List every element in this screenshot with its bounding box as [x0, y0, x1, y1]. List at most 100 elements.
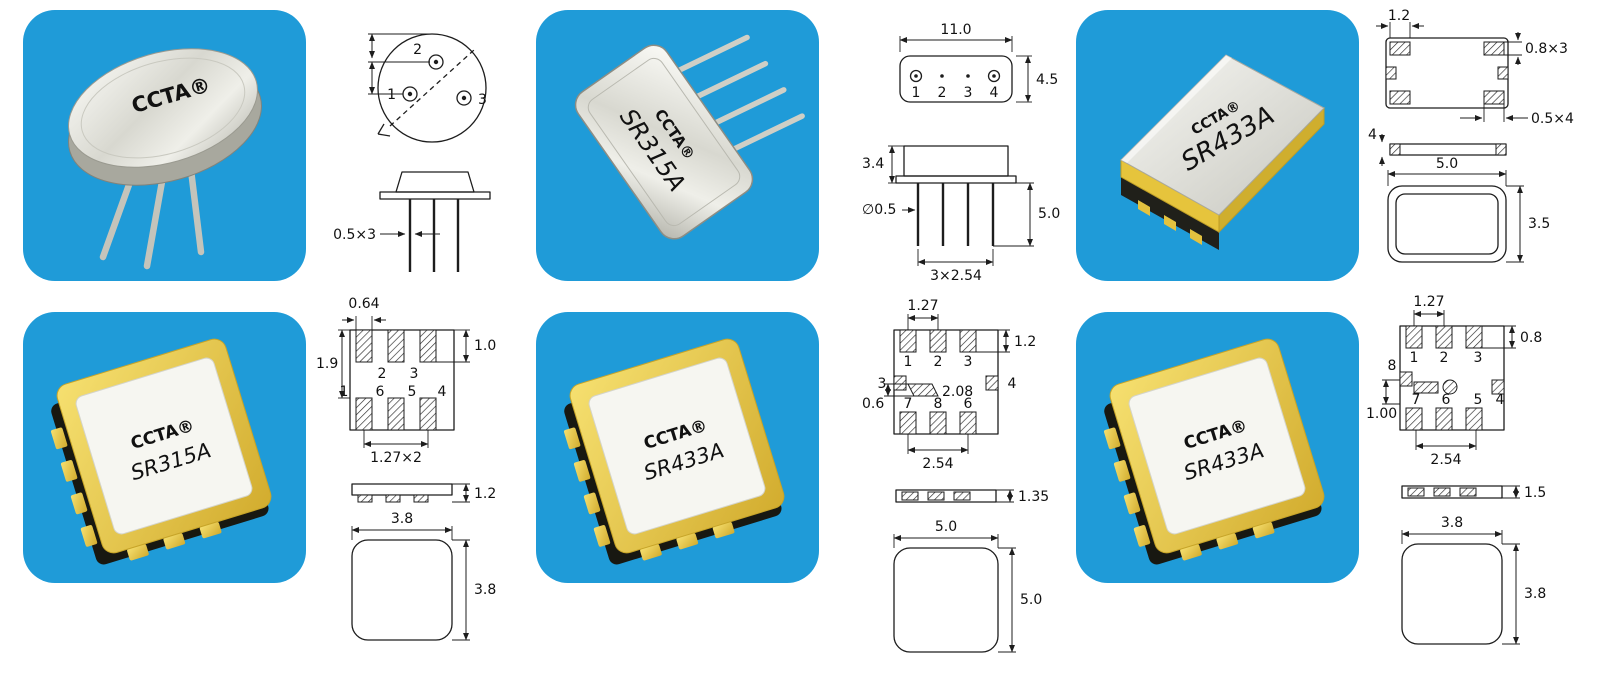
- top-view: 1.27 1 2 3 0.8 8 4 1.00 7 6 5 2.54: [1366, 294, 1542, 468]
- package-body: CCTA® SR433A: [564, 338, 785, 565]
- pin-label: 4: [990, 85, 999, 101]
- dim-label-body-w: 5.0: [1436, 156, 1458, 172]
- sr433a-3838-dimension-svg: 1.27 1 2 3 0.8 8 4 1.00 7 6 5 2.54: [1366, 294, 1546, 645]
- bottom-view: 3.8 3.8: [351, 511, 496, 641]
- sr433a-5035-photo: CCTA® SR433A: [1120, 54, 1325, 250]
- bottom-view: 5.0 3.5: [1387, 156, 1550, 263]
- dim-label-lead: 0.5×3: [333, 227, 376, 243]
- side-view: 4: [1368, 127, 1507, 166]
- pin-label: 3: [964, 85, 973, 101]
- product-photo-tile: CCTA® SR433A: [1076, 10, 1359, 281]
- pin-label: 3: [1474, 350, 1483, 366]
- dim-label-left-len: 1.00: [1366, 406, 1397, 422]
- dim-label-pad-c: 0.5×4: [1531, 111, 1574, 127]
- sr433a-3838-dimension-drawing: 1.27 1 2 3 0.8 8 4 1.00 7 6 5 2.54: [1366, 292, 1586, 668]
- sr433a-5035-dimension-svg: 1.2 0.8×3 0.5×4 4: [1368, 8, 1574, 263]
- bottom-view: 5.0 5.0: [893, 519, 1042, 653]
- sr433a-5050-dimension-drawing: 1.27 1 2 3 1.2 3 4 2.08 0.6 7 8 6 2.54: [862, 296, 1067, 672]
- package-body: CCTA® SR433A: [1104, 338, 1325, 565]
- dim-label-body-d: 3.5: [1528, 216, 1550, 232]
- pin-label: 7: [1412, 392, 1421, 408]
- dim-label-width: 11.0: [940, 22, 971, 38]
- dim-label-pitch: 3×2.54: [930, 268, 982, 284]
- pin-label: 2: [1440, 350, 1449, 366]
- sr433a-5035-dimension-drawing: 1.2 0.8×3 0.5×4 4: [1368, 8, 1593, 278]
- dim-label-body-w: 5.0: [935, 519, 957, 535]
- can-body: [68, 48, 262, 186]
- pin-label: 4: [1008, 376, 1017, 392]
- sr315a-leaded-dimension-svg: 1 2 3 4 11.0 4.5 3.4 ∅0.5: [862, 22, 1060, 284]
- pin-label: 1: [387, 87, 396, 103]
- pin-label: 2: [378, 366, 387, 382]
- dim-label-body-l: 5.0: [1020, 592, 1042, 608]
- to39-dimension-svg: 2 1 3 0.5×3: [333, 33, 491, 272]
- pin-label: 5: [408, 384, 417, 400]
- sr315a-smd-dimension-svg: 2 3 1 6 5 4 0.64 1.0 1.9 1.27×2: [316, 296, 496, 641]
- side-view: 3.4 ∅0.5 5.0 3×2.54: [862, 145, 1060, 284]
- dim-label-height: 1.2: [474, 486, 496, 502]
- to39-dimension-drawing: 2 1 3 0.5×3: [312, 8, 537, 304]
- package-body: [1120, 54, 1325, 250]
- dim-label-pitch-bot: 2.54: [1430, 452, 1461, 468]
- dim-label-body-w: 3.8: [1441, 515, 1463, 531]
- dim-label-pad-b: 0.8×3: [1525, 41, 1568, 57]
- product-photo-tile: CCTA® SR433A: [1076, 312, 1359, 583]
- dim-label-body-w: 3.8: [391, 511, 413, 527]
- pin-label: 4: [438, 384, 447, 400]
- dim-label-height: 1.5: [1524, 485, 1546, 501]
- product-photo-tile: CCTA® SR315A: [23, 312, 306, 583]
- package-body: CCTA® SR315A: [51, 338, 272, 565]
- pin-label: 3: [410, 366, 419, 382]
- pin-label: 8: [934, 396, 943, 412]
- dim-label-lead-dia: ∅0.5: [862, 202, 896, 218]
- pin-label: 1: [1410, 350, 1419, 366]
- pin-label: 3: [878, 376, 887, 392]
- dim-label-body-l: 3.8: [1524, 586, 1546, 602]
- pin-label: 2: [938, 85, 947, 101]
- dim-label-pad-a: 1.2: [1388, 8, 1410, 24]
- side-view: 1.2: [351, 483, 496, 503]
- dim-label-pitch: 1.27×2: [370, 450, 422, 466]
- dim-label-body-d: 1.9: [316, 356, 338, 372]
- sr315a-leaded-photo: CCTA® SR315A: [574, 34, 805, 240]
- package-body: CCTA® SR315A: [574, 34, 805, 240]
- sr433a-3838-photo: CCTA® SR433A: [1104, 338, 1325, 565]
- package-legs: [676, 34, 805, 152]
- dim-label-pad-l: 0.8: [1520, 330, 1542, 346]
- product-photo-tile: CCTA® SR315A: [536, 10, 819, 281]
- sr315a-smd-photo: CCTA® SR315A: [51, 338, 272, 565]
- pin-label: 8: [1388, 358, 1397, 374]
- dim-label-pad-w: 0.64: [348, 296, 379, 312]
- pin-label: 3: [964, 354, 973, 370]
- dim-label-body-l: 3.8: [474, 582, 496, 598]
- dim-label-height: 3.4: [862, 156, 884, 172]
- pin-label: 7: [904, 396, 913, 412]
- top-view: 1.27 1 2 3 1.2 3 4 2.08 0.6 7 8 6 2.54: [862, 298, 1036, 472]
- dim-label-pitch-top: 1.27: [1413, 294, 1444, 310]
- pin-label: 6: [1442, 392, 1451, 408]
- pin-label: 5: [1474, 392, 1483, 408]
- dim-label-lead-len: 5.0: [1038, 206, 1060, 222]
- product-photo-tile: CCTA® SR433A: [536, 312, 819, 583]
- dim-label-pitch-bot: 2.54: [922, 456, 953, 472]
- top-view: 1.2 0.8×3 0.5×4: [1376, 8, 1574, 127]
- side-view: 1.35: [895, 489, 1049, 505]
- dim-label-stub: 4: [1368, 127, 1377, 143]
- pin-label: 1: [904, 354, 913, 370]
- top-view: 2 3 1 6 5 4 0.64 1.0 1.9 1.27×2: [316, 296, 496, 466]
- pin-label: 6: [964, 396, 973, 412]
- dim-label-height: 1.35: [1018, 489, 1049, 505]
- sr315a-smd-dimension-drawing: 2 3 1 6 5 4 0.64 1.0 1.9 1.27×2: [316, 292, 531, 668]
- dim-label-depth: 4.5: [1036, 72, 1058, 88]
- pin-label: 3: [478, 92, 487, 108]
- to39-can-photo: CCTA®: [68, 48, 262, 270]
- dim-label-pad-l: 1.2: [1014, 334, 1036, 350]
- top-view: 1 2 3 4 11.0 4.5: [899, 22, 1058, 103]
- product-photo-tile: CCTA®: [23, 10, 306, 281]
- top-view: 2 1 3: [368, 33, 487, 143]
- sr433a-5050-photo: CCTA® SR433A: [564, 338, 785, 565]
- bottom-view: 3.8 3.8: [1401, 515, 1546, 645]
- sr315a-leaded-dimension-drawing: 1 2 3 4 11.0 4.5 3.4 ∅0.5: [862, 18, 1082, 294]
- dim-label-center-pad: 2.08: [942, 384, 973, 400]
